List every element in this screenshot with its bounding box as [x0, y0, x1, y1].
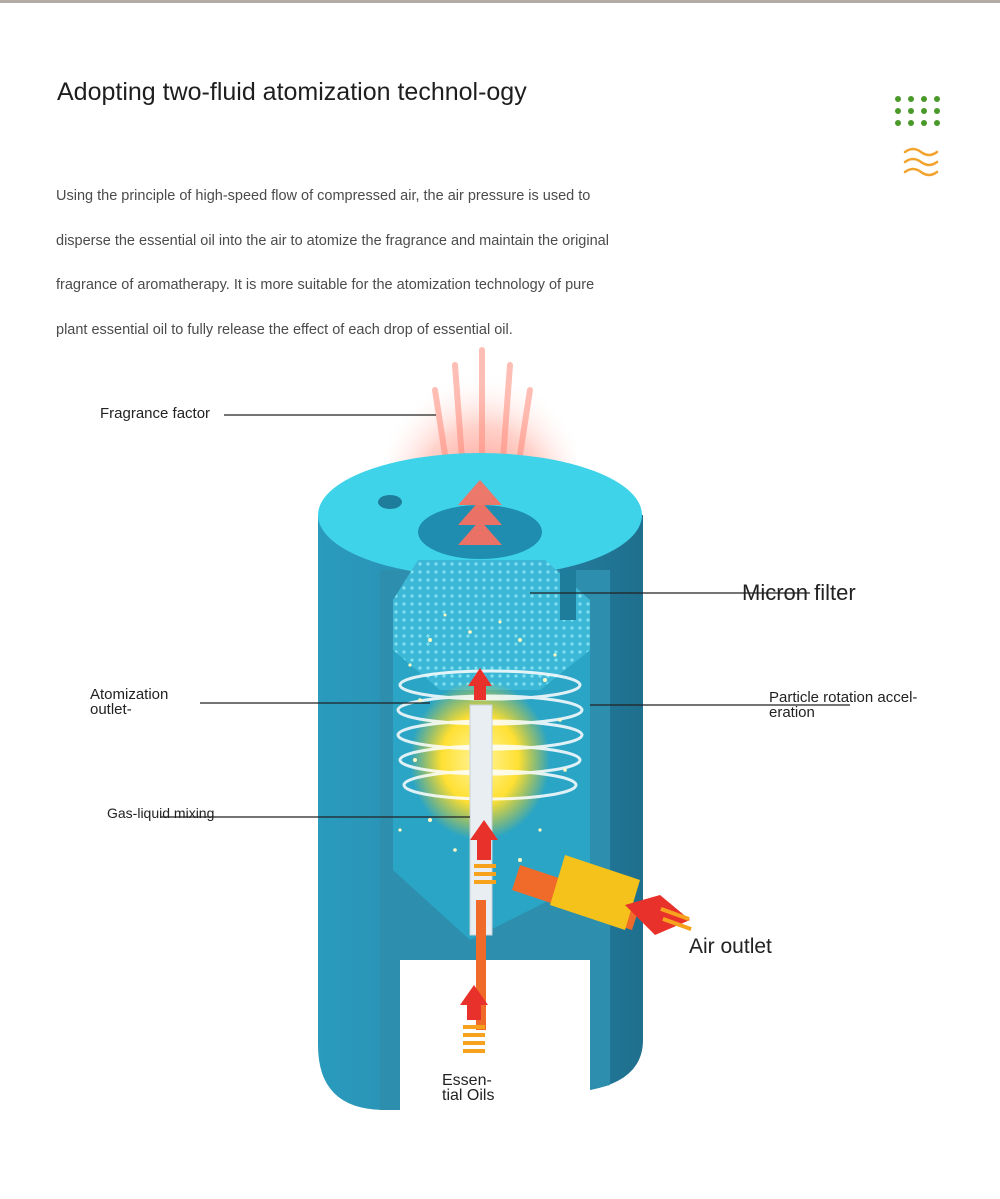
center-arrows [460, 668, 498, 1053]
label-micron-filter: Micron filter [742, 580, 856, 605]
air-inlet [512, 855, 692, 935]
label-atomization-outlet: Atomization outlet- [90, 686, 169, 718]
label-essential-oils: Essen-tial Oils [442, 1072, 495, 1104]
top-divider [0, 0, 1000, 3]
side-channel [560, 570, 576, 620]
dot-grid-icon [895, 96, 940, 126]
description-paragraph: Using the principle of high-speed flow o… [56, 188, 609, 338]
label-gas-liquid-mixing: Gas-liquid mixing [107, 805, 215, 821]
top-screw-hole [378, 495, 402, 509]
wave-lines-icon [903, 147, 939, 177]
filter-arrows [458, 480, 502, 545]
sparkles [398, 613, 567, 862]
leader-lines [160, 414, 850, 818]
label-particle-rotation: Particle rotation accel-eration [769, 689, 918, 721]
atomizer-diagram [160, 330, 850, 1110]
page-title: Adopting two-fluid atomization technol-o… [57, 78, 527, 106]
label-air-outlet: Air outlet [689, 935, 772, 958]
oil-feed-line [476, 900, 486, 1030]
label-fragrance-factor: Fragrance factor [100, 405, 211, 422]
